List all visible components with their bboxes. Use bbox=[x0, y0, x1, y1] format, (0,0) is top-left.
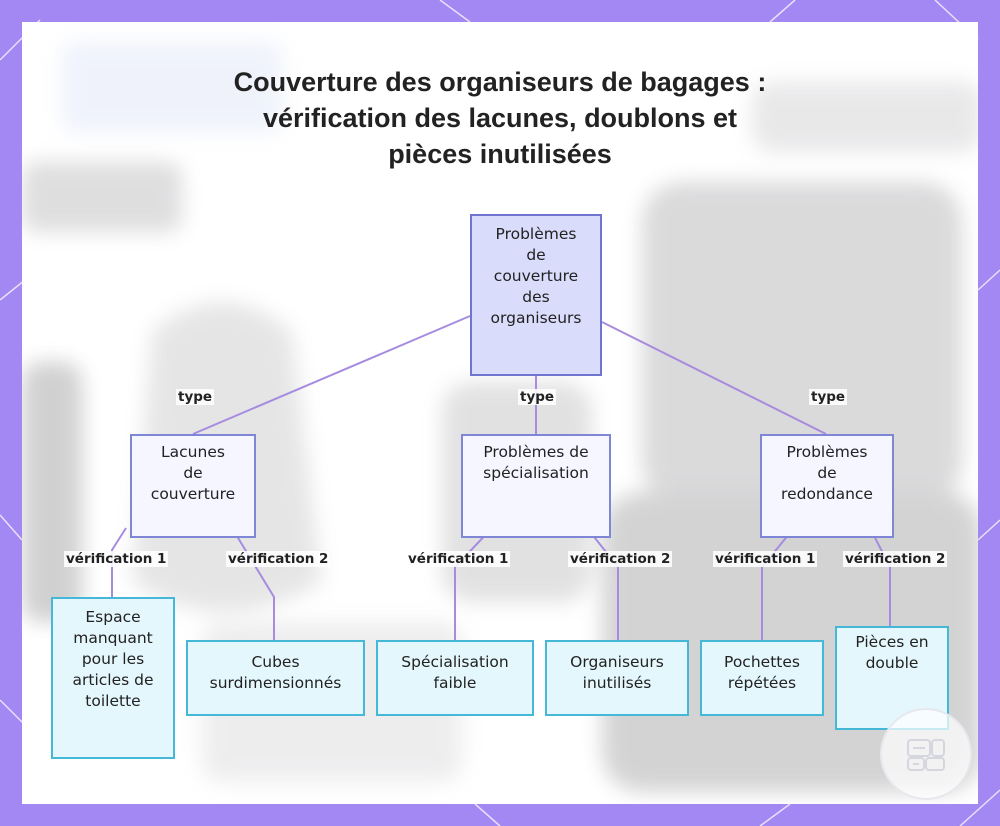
edge-label-type-1: type bbox=[176, 389, 214, 405]
edge-root-cat3 bbox=[602, 322, 826, 434]
edge-label-type-2: type bbox=[518, 389, 556, 405]
leaf-label: Pochettes répétées bbox=[724, 653, 800, 692]
category-node-coverage-gaps: Lacunes de couverture bbox=[130, 434, 256, 538]
category-label: Problèmes de redondance bbox=[781, 443, 873, 503]
category-node-redundancy: Problèmes de redondance bbox=[760, 434, 894, 538]
leaf-node-repeated-pouches: Pochettes répétées bbox=[700, 640, 824, 716]
leaf-label: Espace manquant pour les articles de toi… bbox=[73, 608, 154, 710]
diagram-card: Couverture des organiseurs de bagages : … bbox=[22, 22, 978, 804]
leaf-node-weak-specialization: Spécialisation faible bbox=[376, 640, 534, 716]
edge-label-check1-cat1: vérification 1 bbox=[64, 551, 168, 567]
category-label: Problèmes de spécialisation bbox=[483, 443, 589, 482]
edge-label-check2-cat3: vérification 2 bbox=[843, 551, 947, 567]
edge-label-check1-cat3: vérification 1 bbox=[713, 551, 817, 567]
edge-label-type-3: type bbox=[809, 389, 847, 405]
edge-label-check1-cat2: vérification 1 bbox=[406, 551, 510, 567]
edge-cat2-leaf1 bbox=[455, 528, 492, 640]
organizer-logo-icon bbox=[880, 708, 972, 800]
edge-cat3-leaf2 bbox=[870, 528, 890, 626]
edge-root-cat1 bbox=[193, 316, 470, 434]
leaf-node-unused-organizers: Organiseurs inutilisés bbox=[545, 640, 689, 716]
edge-label-check2-cat2: vérification 2 bbox=[568, 551, 672, 567]
leaf-node-missing-toiletry-space: Espace manquant pour les articles de toi… bbox=[51, 597, 175, 759]
category-label: Lacunes de couverture bbox=[151, 443, 235, 503]
root-node: Problèmes de couverture des organiseurs bbox=[470, 214, 602, 376]
root-node-label: Problèmes de couverture des organiseurs bbox=[491, 225, 582, 327]
edge-cat3-leaf1 bbox=[762, 528, 794, 640]
edge-cat2-leaf2 bbox=[587, 528, 618, 640]
leaf-node-oversized-cubes: Cubes surdimensionnés bbox=[186, 640, 365, 716]
leaf-label: Spécialisation faible bbox=[401, 653, 508, 692]
edge-cat1-leaf2 bbox=[232, 528, 274, 640]
leaf-label: Cubes surdimensionnés bbox=[210, 653, 342, 692]
leaf-label: Pièces en double bbox=[855, 633, 928, 672]
edge-label-check2-cat1: vérification 2 bbox=[226, 551, 330, 567]
category-node-specialization: Problèmes de spécialisation bbox=[461, 434, 611, 538]
leaf-label: Organiseurs inutilisés bbox=[570, 653, 664, 692]
